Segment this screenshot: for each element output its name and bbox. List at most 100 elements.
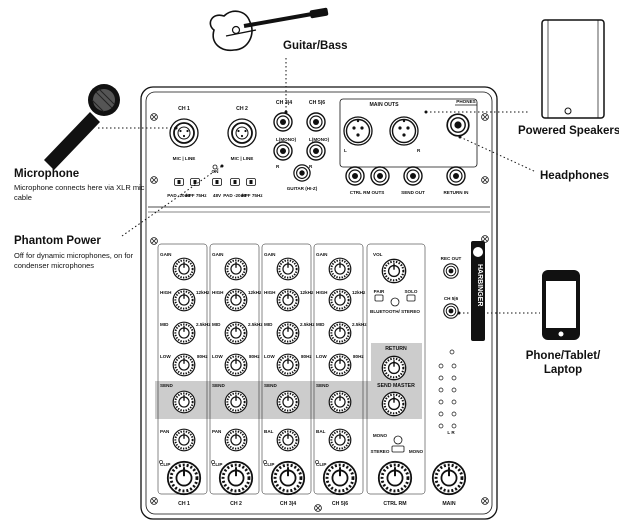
send-out-jack[interactable]: [403, 166, 423, 186]
svg-text:L R: L R: [447, 430, 455, 435]
main-out-right-xlr[interactable]: [389, 116, 419, 146]
main-out-left-xlr[interactable]: [343, 116, 373, 146]
ch1-combo-jack[interactable]: [169, 118, 199, 148]
level-meter: [438, 349, 457, 429]
svg-text:CTRL RM OUTS: CTRL RM OUTS: [350, 190, 385, 195]
svg-text:PHONES: PHONES: [456, 99, 475, 104]
svg-text:12kHz: 12kHz: [248, 290, 262, 295]
svg-text:VOL: VOL: [373, 252, 383, 257]
svg-text:PAIR: PAIR: [374, 289, 385, 294]
ctrl-rm-out-right-jack[interactable]: [370, 166, 390, 186]
top-switches[interactable]: [174, 164, 256, 186]
svg-text:2.5kHz: 2.5kHz: [300, 322, 315, 327]
svg-text:MID: MID: [160, 322, 169, 327]
svg-text:LOW: LOW: [316, 354, 327, 359]
phones-jack[interactable]: [446, 113, 470, 137]
svg-text:12kHz: 12kHz: [196, 290, 210, 295]
ch56-left-jack[interactable]: [306, 112, 326, 132]
svg-text:2.5kHz: 2.5kHz: [196, 322, 211, 327]
svg-text:CLIP: CLIP: [264, 462, 274, 467]
svg-text:CTRL RM: CTRL RM: [383, 501, 406, 507]
svg-text:48V: 48V: [213, 193, 222, 198]
svg-text:PAD -20dB: PAD -20dB: [167, 193, 191, 198]
microphone-label: Microphone: [14, 168, 80, 180]
svg-text:RETURN IN: RETURN IN: [443, 190, 469, 195]
svg-text:CLIP: CLIP: [212, 462, 222, 467]
svg-text:GUITAR (HI-Z): GUITAR (HI-Z): [287, 186, 318, 191]
svg-text:CLIP: CLIP: [160, 462, 170, 467]
ch56-right-jack[interactable]: [306, 141, 326, 161]
svg-text:R: R: [309, 164, 313, 169]
svg-text:CH 3|4: CH 3|4: [276, 100, 292, 106]
svg-text:SEND: SEND: [264, 383, 277, 388]
svg-text:2.5kHz: 2.5kHz: [248, 322, 263, 327]
svg-text:HIGH: HIGH: [264, 290, 276, 295]
microphone-icon: [44, 84, 120, 170]
ch56-stereo-jack[interactable]: [443, 303, 459, 319]
svg-text:SEND: SEND: [160, 383, 173, 388]
svg-text:PAD -20dB: PAD -20dB: [223, 193, 247, 198]
svg-text:SEND: SEND: [316, 383, 329, 388]
ctrl-rm-out-left-jack[interactable]: [345, 166, 365, 186]
master-buttons[interactable]: [374, 294, 416, 453]
svg-text:CH 5|6: CH 5|6: [309, 100, 325, 106]
guitar-icon: [209, 7, 329, 52]
svg-text:MID: MID: [316, 322, 325, 327]
svg-text:GAIN: GAIN: [264, 252, 276, 257]
rec-out-jack[interactable]: [443, 263, 459, 279]
svg-text:R: R: [276, 164, 280, 169]
svg-text:HPF 75Hz: HPF 75Hz: [241, 193, 263, 198]
svg-text:HIGH: HIGH: [316, 290, 328, 295]
svg-text:CH 5|6: CH 5|6: [332, 501, 348, 507]
svg-text:HIGH: HIGH: [160, 290, 172, 295]
svg-text:BAL: BAL: [316, 429, 326, 434]
phantom-desc: Off for dynamic microphones, on for cond…: [14, 251, 134, 270]
svg-text:MID: MID: [264, 322, 273, 327]
microphone-desc: Microphone connects here via XLR mic cab…: [14, 183, 145, 202]
ch34-left-jack[interactable]: [273, 112, 293, 132]
guitar-hiz-jack[interactable]: [293, 164, 311, 182]
phantom-label: Phantom Power: [14, 235, 101, 247]
phone-icon: [542, 270, 580, 340]
svg-text:REC OUT: REC OUT: [441, 256, 462, 261]
svg-text:GAIN: GAIN: [160, 252, 172, 257]
svg-text:CH 3|4: CH 3|4: [280, 501, 296, 507]
svg-text:L(MONO): L(MONO): [309, 137, 330, 142]
svg-text:MIC | LINE: MIC | LINE: [173, 156, 196, 161]
svg-text:CH 1: CH 1: [178, 501, 190, 507]
svg-text:BAL: BAL: [264, 429, 274, 434]
svg-text:BLUETOOTH/ STEREO: BLUETOOTH/ STEREO: [370, 309, 420, 314]
svg-text:GAIN: GAIN: [212, 252, 224, 257]
svg-text:MIC | LINE: MIC | LINE: [231, 156, 254, 161]
return-in-jack[interactable]: [446, 166, 466, 186]
svg-text:SEND: SEND: [212, 383, 225, 388]
svg-text:RETURN: RETURN: [385, 346, 407, 352]
connector-lines: [98, 58, 540, 314]
svg-text:PAN: PAN: [212, 429, 222, 434]
svg-text:SOLO: SOLO: [404, 289, 417, 294]
svg-text:GAIN: GAIN: [316, 252, 328, 257]
svg-text:PAN: PAN: [160, 429, 170, 434]
svg-text:80Hz: 80Hz: [249, 354, 260, 359]
guitar-label: Guitar/Bass: [283, 40, 348, 52]
brand-text: HARBINGER: [476, 264, 483, 306]
ch2-combo-jack[interactable]: [227, 118, 257, 148]
svg-text:12kHz: 12kHz: [300, 290, 314, 295]
ch34-right-jack[interactable]: [273, 141, 293, 161]
svg-text:12kHz: 12kHz: [352, 290, 366, 295]
svg-text:2.5kHz: 2.5kHz: [352, 322, 367, 327]
connector-dots: [174, 110, 462, 315]
svg-text:LOW: LOW: [212, 354, 223, 359]
svg-text:L: L: [344, 148, 347, 153]
svg-text:CH 2: CH 2: [230, 501, 242, 507]
svg-text:MAIN: MAIN: [442, 501, 456, 507]
svg-text:CH 1: CH 1: [178, 106, 190, 112]
phone-label: Phone/Tablet/ Laptop: [525, 350, 601, 376]
brand-logo-icon: [471, 241, 485, 341]
svg-text:80Hz: 80Hz: [197, 354, 208, 359]
mixer-labels: CH 1 CH 2 CH 3|4 CH 5|6 MIC | LINE MIC |…: [160, 99, 483, 507]
svg-text:SEND OUT: SEND OUT: [401, 190, 425, 195]
svg-text:ON: ON: [212, 169, 220, 174]
clip-leds: [159, 460, 319, 464]
